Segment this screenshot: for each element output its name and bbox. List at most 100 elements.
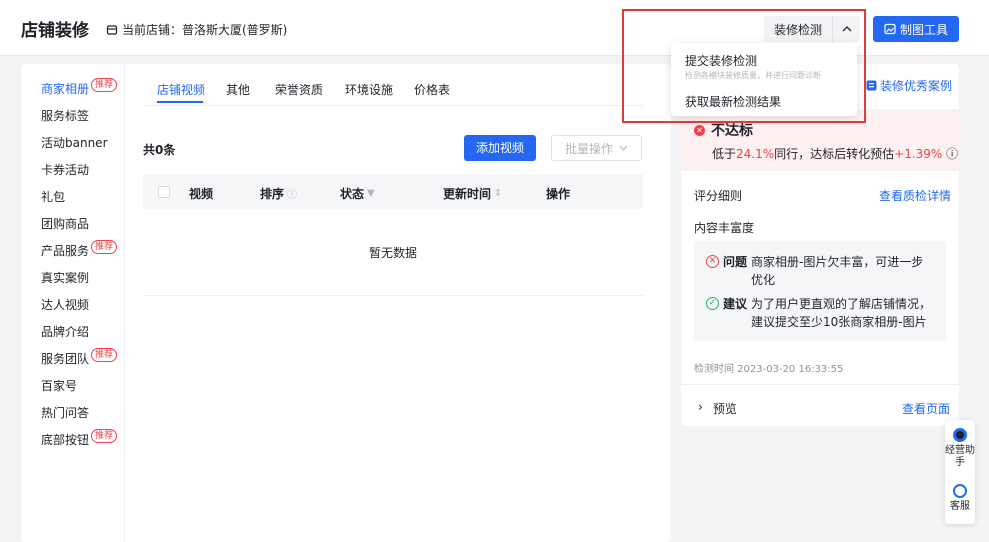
- column-updated-label: 更新时间: [443, 187, 492, 201]
- sidebar-item-coupon[interactable]: 卡券活动: [41, 161, 89, 178]
- sidebar-item-faq[interactable]: 热门问答: [41, 404, 89, 421]
- sidebar-item-baijiahao[interactable]: 百家号: [41, 377, 77, 394]
- assistant-label: 经营助手: [945, 445, 975, 468]
- excellent-cases-link[interactable]: 装修优秀案例: [866, 77, 952, 94]
- service-label: 客服: [950, 501, 970, 512]
- excellent-cases-label: 装修优秀案例: [880, 79, 953, 93]
- preview-toggle[interactable]: › 预览: [698, 400, 737, 417]
- chevron-up-icon[interactable]: [832, 16, 860, 42]
- store-icon: [106, 24, 118, 35]
- fail-title-text: 不达标: [711, 123, 753, 139]
- sidebar-item-label: 团购商品: [41, 217, 90, 231]
- tab-honors[interactable]: 荣誉资质: [275, 83, 324, 97]
- latest-result-item[interactable]: 获取最新检测结果: [685, 95, 782, 109]
- sidebar-item-label: 品牌介绍: [41, 325, 90, 339]
- suggestion-keyword: 建议: [723, 297, 748, 311]
- sidebar-item-team[interactable]: 服务团队推荐: [41, 347, 118, 367]
- issue-box: ✕ 问题 商家相册-图片欠丰富，可进一步优化 ✓ 建议 为了用户更直观的了解店铺…: [694, 241, 946, 341]
- page-title: 店铺装修: [21, 21, 89, 41]
- sidebar-item-label: 卡券活动: [41, 163, 90, 177]
- customer-service-button[interactable]: 客服: [945, 484, 975, 513]
- sidebar-item-gift[interactable]: 礼包: [41, 188, 65, 205]
- sidebar-item-group-buy[interactable]: 团购商品: [41, 215, 89, 232]
- case-icon: [866, 80, 877, 91]
- active-tab-indicator: [157, 101, 203, 103]
- recommend-tag: 推荐: [91, 77, 118, 92]
- image-tool-icon: [884, 23, 896, 35]
- column-status: 状态▼: [340, 185, 375, 202]
- suggestion-icon: ✓: [706, 297, 719, 310]
- panel-divider: [681, 384, 959, 385]
- sidebar-item-label: 真实案例: [41, 271, 90, 285]
- sidebar-item-label: 服务标签: [41, 109, 90, 123]
- table-bottom-line: [143, 295, 643, 296]
- sidebar-item-label: 产品服务: [41, 244, 90, 258]
- help-icon[interactable]: ⓘ: [946, 147, 959, 161]
- image-tool-label: 制图工具: [899, 22, 948, 37]
- sort-icon[interactable]: ⇕: [494, 188, 503, 199]
- current-store: 当前店铺：普洛斯大厦(普罗斯): [106, 21, 287, 38]
- sidebar-item-cases[interactable]: 真实案例: [41, 269, 89, 286]
- sidebar-item-brand[interactable]: 品牌介绍: [41, 323, 89, 340]
- module-sidebar: 商家相册推荐 服务标签 活动banner 卡券活动 礼包 团购商品 产品服务推荐…: [21, 64, 125, 542]
- help-icon[interactable]: ⓘ: [287, 190, 298, 201]
- problem-keyword: 问题: [723, 255, 748, 269]
- select-all-checkbox[interactable]: [158, 186, 170, 198]
- assistant-icon: [953, 428, 967, 442]
- fail-desc-pre: 低于: [712, 147, 737, 161]
- current-store-label: 当前店铺：普洛斯大厦(普罗斯): [122, 23, 288, 37]
- chevron-right-icon: ›: [698, 400, 703, 414]
- column-actions: 操作: [546, 185, 570, 202]
- fail-gain: +1.39%: [894, 147, 943, 161]
- suggestion-row: ✓ 建议 为了用户更直观的了解店铺情况，建议提交至少10张商家相册-图片: [706, 295, 931, 331]
- error-icon: ✕: [694, 124, 705, 136]
- view-quality-details-link[interactable]: 查看质检详情: [879, 189, 952, 203]
- fail-desc-mid: 同行，达标后转化预估: [774, 147, 895, 161]
- column-updated: 更新时间⇕: [443, 185, 502, 202]
- headset-icon: [953, 484, 967, 498]
- business-assistant-button[interactable]: 经营助手: [945, 428, 975, 469]
- view-page-link[interactable]: 查看页面: [902, 402, 951, 416]
- empty-state: 暂无数据: [368, 246, 417, 260]
- sidebar-item-service-tags[interactable]: 服务标签: [41, 107, 89, 124]
- fail-percent: 24.1%: [736, 147, 775, 161]
- add-video-button[interactable]: 添加视频: [464, 135, 536, 161]
- tab-environment[interactable]: 环境设施: [345, 83, 394, 97]
- filter-icon[interactable]: ▼: [367, 188, 375, 199]
- sidebar-item-label: 达人视频: [41, 298, 90, 312]
- column-status-label: 状态: [340, 187, 365, 201]
- score-rules-label: 评分细则: [694, 189, 743, 203]
- recommend-tag: 推荐: [91, 428, 118, 443]
- floating-toolbar: 经营助手 客服: [945, 420, 975, 524]
- check-time: 检测时间 2023-03-20 16:33:55: [694, 364, 844, 375]
- tab-price-list[interactable]: 价格表: [414, 83, 451, 97]
- sidebar-item-label: 服务团队: [41, 352, 90, 366]
- fail-status-box: ✕ 不达标 低于24.1%同行，达标后转化预估+1.39% ⓘ: [681, 109, 959, 171]
- sidebar-item-influencer-video[interactable]: 达人视频: [41, 296, 89, 313]
- fail-title: ✕ 不达标: [694, 120, 753, 140]
- batch-action-button[interactable]: 批量操作: [551, 135, 642, 161]
- submit-check-desc: 检测各模块装修质量，并进行问题诊断: [685, 71, 821, 80]
- batch-action-label: 批量操作: [564, 141, 613, 156]
- submit-check-item[interactable]: 提交装修检测: [685, 54, 758, 68]
- problem-icon: ✕: [706, 255, 719, 268]
- tab-store-video[interactable]: 店铺视频: [157, 83, 206, 97]
- content-richness-label: 内容丰富度: [694, 221, 755, 235]
- suggestion-text: 为了用户更直观的了解店铺情况，建议提交至少10张商家相册-图片: [751, 297, 932, 329]
- preview-label: 预览: [712, 402, 737, 416]
- record-count: 共0条: [143, 143, 176, 157]
- recommend-tag: 推荐: [91, 347, 118, 362]
- problem-text: 商家相册-图片欠丰富，可进一步优化: [751, 255, 924, 287]
- image-tool-button[interactable]: 制图工具: [873, 16, 959, 42]
- column-video-label: 视频: [189, 187, 214, 201]
- sidebar-item-products[interactable]: 产品服务推荐: [41, 239, 118, 259]
- sidebar-item-banner[interactable]: 活动banner: [41, 134, 108, 151]
- chevron-down-icon: [619, 145, 628, 151]
- tab-other[interactable]: 其他: [226, 83, 251, 97]
- sidebar-item-bottom-button[interactable]: 底部按钮推荐: [41, 428, 118, 448]
- decoration-check-button[interactable]: 装修检测: [764, 16, 860, 42]
- sidebar-item-label: 活动banner: [41, 136, 108, 150]
- sidebar-item-album[interactable]: 商家相册推荐: [41, 77, 118, 97]
